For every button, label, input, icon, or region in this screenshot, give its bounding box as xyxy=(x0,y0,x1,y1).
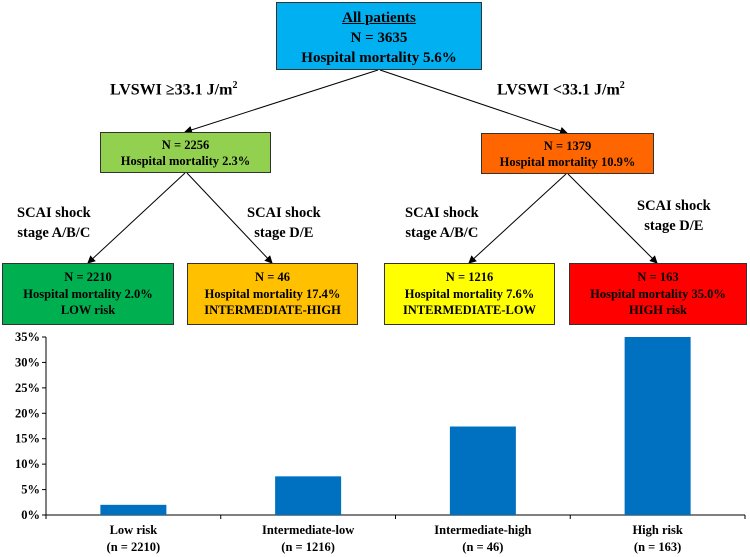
node-left-mortality: Hospital mortality 2.3% xyxy=(120,154,251,168)
split-label-right: LVSWI <33.1 J/m2 xyxy=(497,80,625,99)
leaf-1-mortality: Hospital mortality 2.0% xyxy=(23,286,153,301)
node-right: N = 1379 Hospital mortality 10.9% xyxy=(481,133,654,174)
leaf-4-n: N = 163 xyxy=(637,270,679,284)
bar-1 xyxy=(100,504,167,515)
leaf-4-risk: HIGH risk xyxy=(629,303,687,317)
leaf-low-risk: N = 2210 Hospital mortality 2.0% LOW ris… xyxy=(2,263,174,325)
node-left: N = 2256 Hospital mortality 2.3% xyxy=(100,132,271,173)
y-tick-label: 35% xyxy=(15,330,40,344)
x-category-sublabel: (n = 163) xyxy=(634,540,681,554)
x-category-label: Low risk xyxy=(110,523,158,537)
leaf-intermediate-high: N = 46 Hospital mortality 17.4% INTERMED… xyxy=(187,263,358,325)
connector-left-leaf1 xyxy=(87,172,186,264)
leaf-2-n: N = 46 xyxy=(255,270,290,284)
node-left-n: N = 2256 xyxy=(161,138,210,152)
root-node: All patients N = 3635 Hospital mortality… xyxy=(276,2,482,70)
y-tick-label: 25% xyxy=(15,381,40,395)
leaf-2-risk: INTERMEDIATE-HIGH xyxy=(204,303,341,317)
leaf-3-n: N = 1216 xyxy=(445,270,494,284)
connector-right-leaf3 xyxy=(468,173,567,264)
node-right-mortality: Hospital mortality 10.9% xyxy=(499,155,636,169)
y-tick-label: 0% xyxy=(21,508,40,522)
x-category-sublabel: (n = 2210) xyxy=(107,540,161,554)
leaf-1-n: N = 2210 xyxy=(64,270,112,284)
bar-3 xyxy=(449,426,516,515)
x-category-label: High risk xyxy=(632,523,682,537)
y-tick-label: 30% xyxy=(15,355,40,369)
connector-right-leaf4 xyxy=(567,173,658,264)
split-label-left: LVSWI ≥33.1 J/m2 xyxy=(110,80,238,99)
node-right-n: N = 1379 xyxy=(543,139,592,153)
connector-root-left xyxy=(184,69,379,134)
leaf-high-risk: N = 163 Hospital mortality 35.0% HIGH ri… xyxy=(569,263,747,325)
leaf-4-mortality: Hospital mortality 35.0% xyxy=(590,286,726,301)
y-tick-label: 20% xyxy=(15,406,40,420)
leaf-intermediate-low: N = 1216 Hospital mortality 7.6% INTERME… xyxy=(384,263,555,325)
x-category-label: Intermediate-high xyxy=(434,523,531,537)
y-tick-label: 10% xyxy=(15,457,40,471)
connector-left-leaf2 xyxy=(186,172,273,264)
x-category-sublabel: (n = 1216) xyxy=(281,540,335,554)
connector-root-right xyxy=(379,69,568,135)
leaf-2-mortality: Hospital mortality 17.4% xyxy=(204,286,341,301)
bar-2 xyxy=(275,476,342,515)
bar-4 xyxy=(624,337,691,515)
root-n: N = 3635 xyxy=(350,30,408,46)
leaf-3-risk: INTERMEDIATE-LOW xyxy=(402,303,537,317)
y-tick-label: 15% xyxy=(15,432,40,446)
root-title: All patients xyxy=(342,10,416,26)
y-tick-label: 5% xyxy=(21,483,40,497)
leaf-1-risk: LOW risk xyxy=(60,303,116,317)
x-category-sublabel: (n = 46) xyxy=(462,540,503,554)
x-category-label: Intermediate-low xyxy=(262,523,354,537)
leaf-3-mortality: Hospital mortality 7.6% xyxy=(404,286,535,301)
root-mortality: Hospital mortality 5.6% xyxy=(301,50,457,66)
